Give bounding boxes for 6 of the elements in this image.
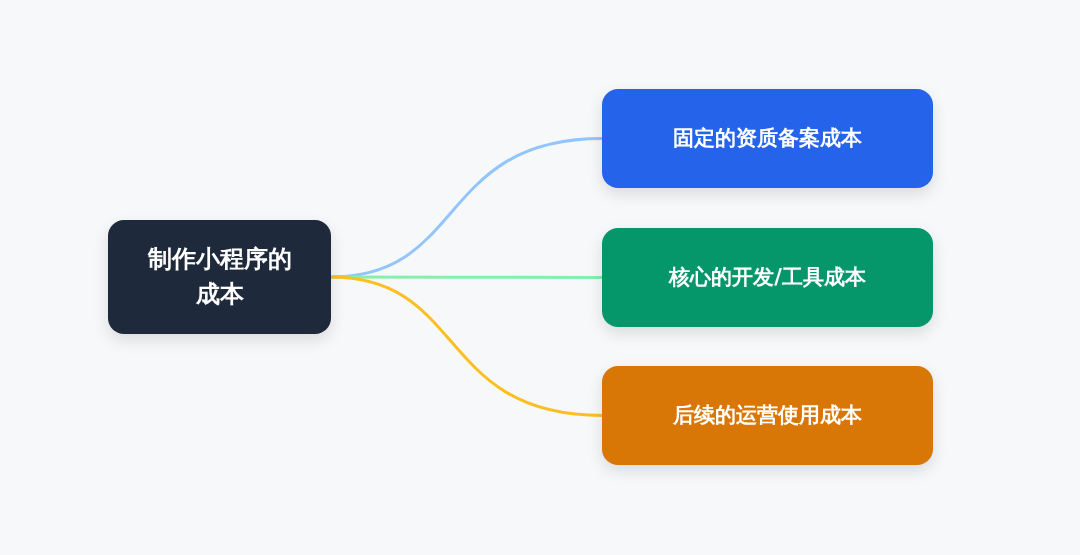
- connector-line: [330, 137, 603, 279]
- branch-box: 核心的开发/工具成本: [602, 228, 933, 327]
- branch-box: 后续的运营使用成本: [602, 366, 933, 465]
- branch-box: 固定的资质备案成本: [602, 89, 933, 188]
- connector-line: [330, 275, 603, 417]
- topic-box: 制作小程序的成本: [108, 220, 331, 334]
